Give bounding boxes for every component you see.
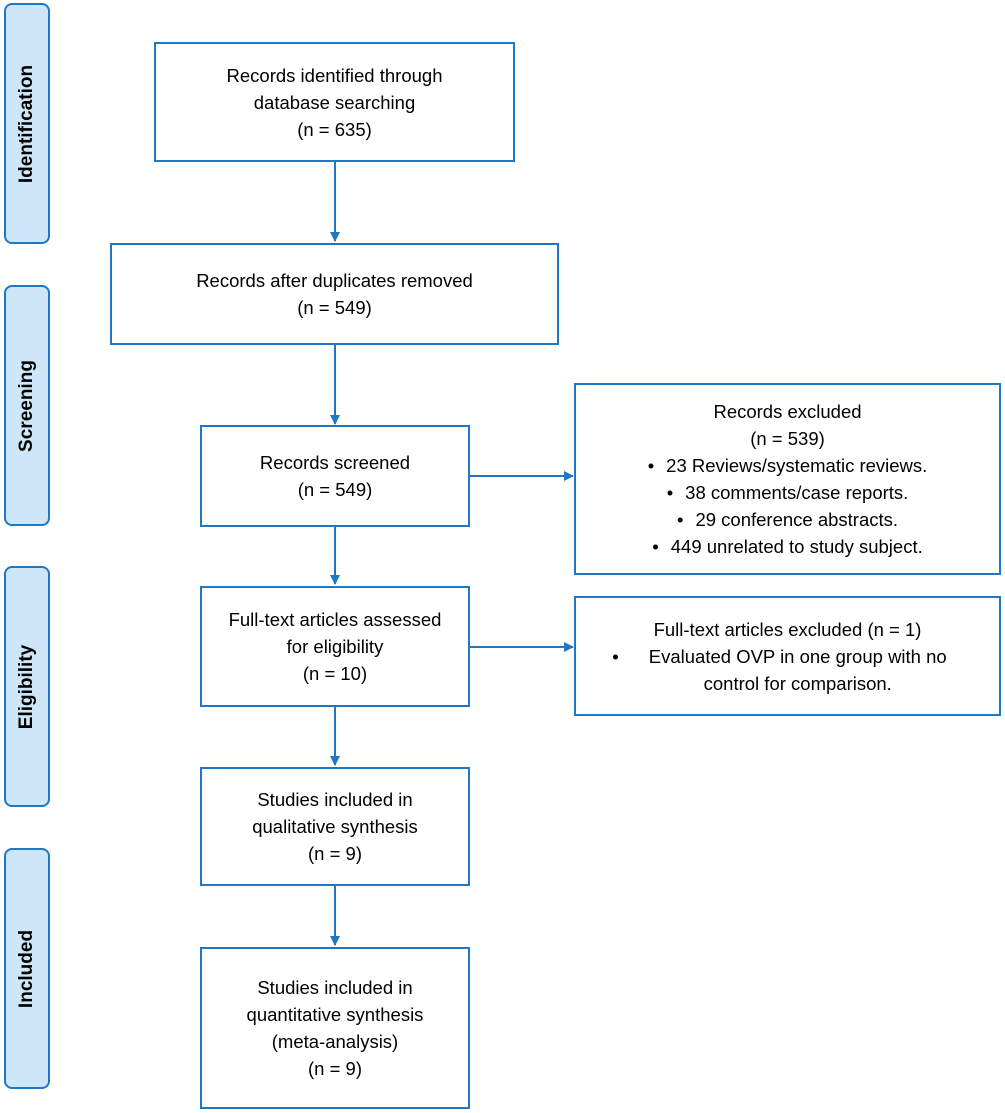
- stage-screening: Screening: [4, 285, 50, 526]
- stage-label-screening: Screening: [16, 359, 37, 452]
- exclusion-list: •23 Reviews/systematic reviews. •38 comm…: [648, 452, 928, 560]
- box-records-excluded: Records excluded (n = 539) •23 Reviews/s…: [574, 383, 1001, 575]
- box-duplicates-removed: Records after duplicates removed (n = 54…: [110, 243, 559, 345]
- stage-included: Included: [4, 848, 50, 1089]
- list-item: •23 Reviews/systematic reviews.: [647, 455, 928, 476]
- box-count: (n = 549): [297, 479, 373, 500]
- box-quantitative-synthesis: Studies included in quantitative synthes…: [200, 947, 470, 1109]
- box-line: Full-text articles assessed: [228, 609, 442, 630]
- stage-label-eligibility: Eligibility: [16, 644, 37, 729]
- list-item: • Evaluated OVP in one group with no con…: [612, 645, 947, 694]
- box-line: Records screened: [259, 452, 411, 473]
- list-item: •29 conference abstracts.: [676, 509, 899, 530]
- box-line: Records identified through: [226, 64, 443, 86]
- box-line: Records after duplicates removed: [196, 270, 473, 291]
- box-count: (n = 9): [308, 1058, 362, 1079]
- box-line: qualitative synthesis: [252, 816, 418, 837]
- stage-label-included: Included: [16, 929, 37, 1008]
- box-count: (n = 635): [297, 118, 372, 140]
- box-line: Studies included in: [257, 977, 413, 998]
- box-count: (n = 549): [297, 297, 372, 318]
- stage-eligibility: Eligibility: [4, 566, 50, 807]
- stage-identification: Identification: [4, 3, 50, 244]
- box-line: quantitative synthesis: [246, 1004, 424, 1025]
- box-line: database searching: [253, 91, 416, 113]
- box-line: Records excluded: [713, 401, 862, 422]
- box-count: (n = 539): [750, 428, 825, 449]
- box-records-screened: Records screened (n = 549): [200, 425, 470, 527]
- box-line: for eligibility: [286, 636, 384, 657]
- box-qualitative-synthesis: Studies included in qualitative synthesi…: [200, 767, 470, 886]
- box-fulltext-excluded: Full-text articles excluded (n = 1) • Ev…: [574, 596, 1001, 716]
- list-item: •38 comments/case reports.: [666, 482, 909, 503]
- box-fulltext-assessed: Full-text articles assessed for eligibil…: [200, 586, 470, 707]
- box-count: (n = 9): [308, 843, 362, 864]
- stage-label-identification: Identification: [16, 64, 37, 183]
- box-records-identified: Records identified through database sear…: [154, 42, 515, 162]
- list-item: •449 unrelated to study subject.: [652, 536, 923, 557]
- box-count: (n = 10): [302, 663, 368, 684]
- box-line: (meta-analysis): [271, 1031, 399, 1052]
- box-line: Full-text articles excluded (n = 1): [653, 618, 922, 640]
- box-line: Studies included in: [257, 789, 413, 810]
